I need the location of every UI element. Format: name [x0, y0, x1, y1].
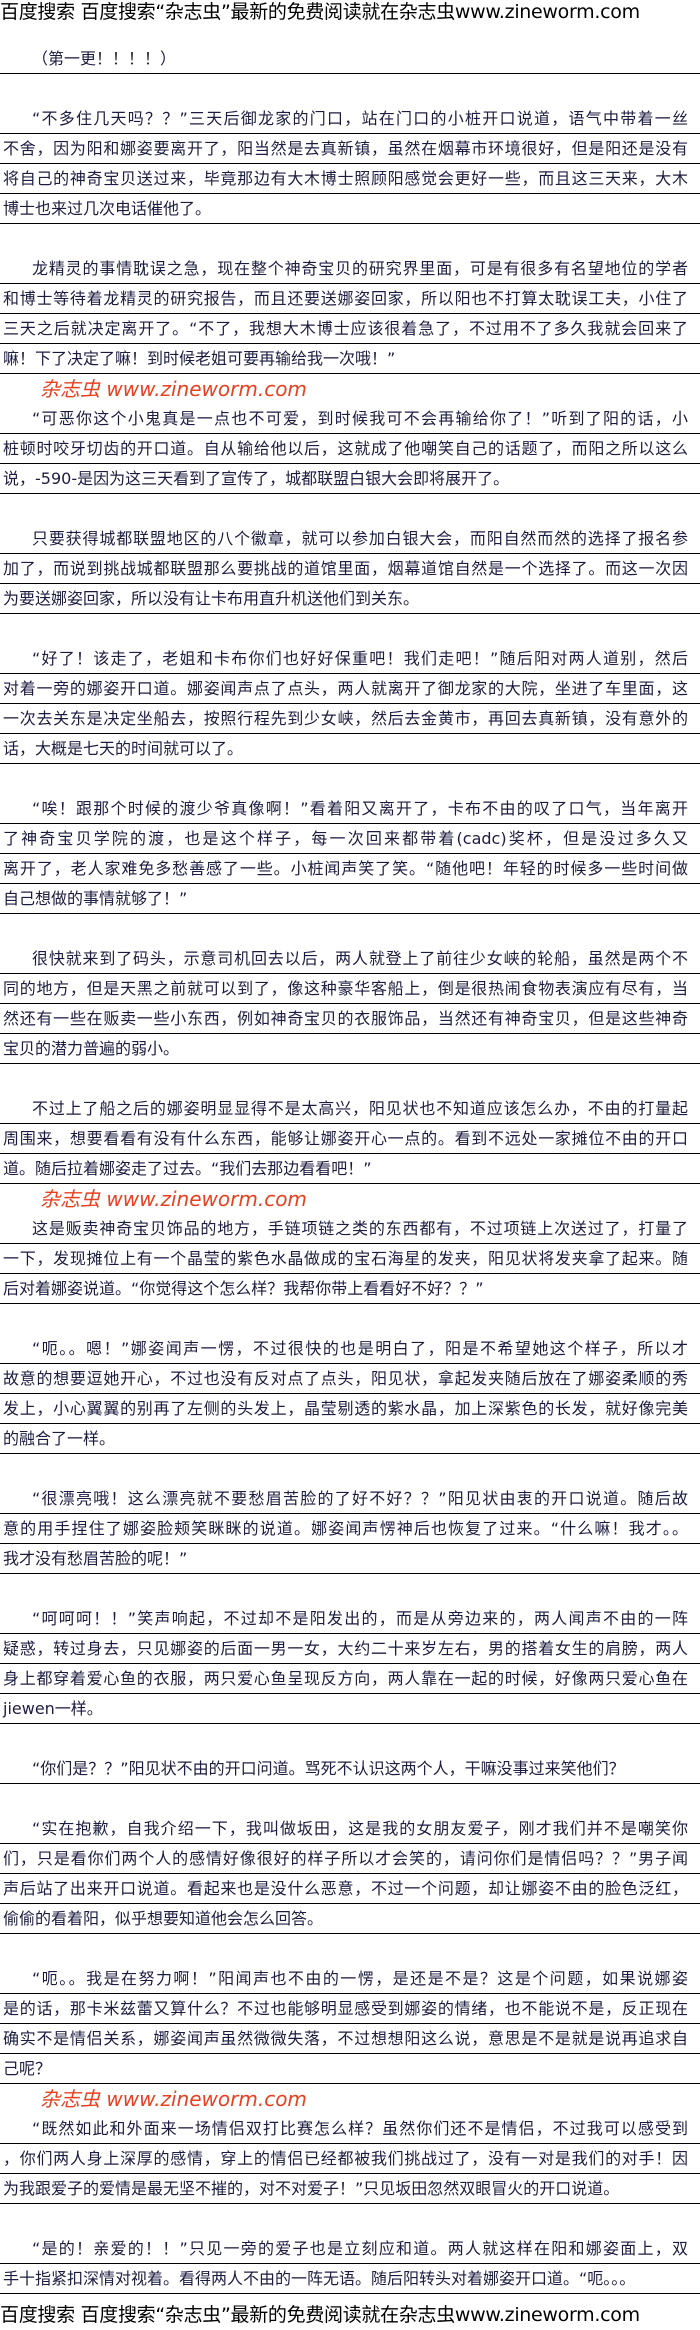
text-line: 确实不是情侣关系，娜姿闻声虽然微微失落，不过想想阳这么说，意思是不是就是说再追求… — [0, 2024, 700, 2054]
paragraph: “呵呵呵！！”笑声响起，不过却不是阳发出的，而是从旁边来的，两人闻声不由的一阵疑… — [0, 1604, 700, 1724]
text-line: 自己想做的事情就够了！” — [0, 884, 700, 914]
text-line: 为要送娜姿回家，所以没有让卡布用直升机送他们到关东。 — [0, 584, 700, 614]
text-line: 说，-590-是因为这三天看到了宣传了，城都联盟白银大会即将展开了。 — [0, 464, 700, 494]
paragraph: （第一更！！！！） — [0, 44, 700, 74]
paragraph: 很快就来到了码头，示意司机回去以后，两人就登上了前往少女峡的轮船，虽然是两个不同… — [0, 944, 700, 1064]
text-line: 周围来，想要看看有没有什么东西，能够让娜姿开心一点的。看到不远处一家摊位不由的开… — [0, 1124, 700, 1154]
paragraph: “可恶你这个小鬼真是一点也不可爱，到时候我可不会再输给你了！”听到了阳的话，小桩… — [0, 404, 700, 494]
text-line: 宝贝的潜力普遍的弱小。 — [0, 1034, 700, 1064]
text-line: 后对着娜姿说道。“你觉得这个怎么样？我帮你带上看看好不好？？” — [0, 1274, 700, 1304]
text-line: “呃。。我是在努力啊！”阳闻声也不由的一愣，是还是不是？这是个问题，如果说娜姿 — [0, 1964, 700, 1994]
paragraph: “实在抱歉，自我介绍一下，我叫做坂田，这是我的女朋友爱子，刚才我们并不是嘲笑你们… — [0, 1814, 700, 1934]
text-line: “呵呵呵！！”笑声响起，不过却不是阳发出的，而是从旁边来的，两人闻声不由的一阵 — [0, 1604, 700, 1634]
text-line: 只要获得城都联盟地区的八个徽章，就可以参加白银大会，而阳自然而然的选择了报名参 — [0, 524, 700, 554]
text-line: 身上都穿着爱心鱼的衣服，两只爱心鱼呈现反方向，两人靠在一起的时候，好像两只爱心鱼… — [0, 1664, 700, 1694]
text-line: 桩顿时咬牙切齿的开口道。自从输给他以后，这就成了他嘲笑自己的话题了，而阳之所以这… — [0, 434, 700, 464]
paragraph: “是的！亲爱的！！”只见一旁的爱子也是立刻应和道。两人就这样在阳和娜姿面上，双手… — [0, 2234, 700, 2294]
text-line: 偷偷的看着阳，似乎想要知道他会怎么回答。 — [0, 1904, 700, 1934]
paragraph-spacer — [0, 1304, 700, 1334]
text-line: 意的用手捏住了娜姿脸颊笑眯眯的说道。娜姿闻声愣神后也恢复了过来。“什么嘛！我才。… — [0, 1514, 700, 1544]
text-line: 发上，小心翼翼的别再了左侧的头发上，晶莹剔透的紫水晶，加上深紫色的长发，就好像完… — [0, 1394, 700, 1424]
site-banner-top: 百度搜索 百度搜索“杂志虫”最新的免费阅读就在杂志虫www.zineworm.c… — [0, 1, 640, 23]
text-line: 的融合了一样。 — [0, 1424, 700, 1454]
paragraph-spacer — [0, 2084, 700, 2114]
text-line: 是的话，那卡米兹蕾又算什么？不过也能够明显感受到娜姿的情绪，也不能说不是，反正现… — [0, 1994, 700, 2024]
text-line: “不多住几天吗？？”三天后御龙家的门口，站在门口的小桩开口说道，语气中带着一丝 — [0, 104, 700, 134]
text-line: 声后站了出来开口说道。看起来也是没什么恶意，不过一个问题，却让娜姿不由的脸色泛红… — [0, 1874, 700, 1904]
paragraph-spacer — [0, 764, 700, 794]
text-line: 手十指紧扣深情对视着。看得两人不由的一阵无语。随后阳转头对着娜姿开口道。“呃。。… — [0, 2264, 700, 2294]
paragraph: “既然如此和外面来一场情侣双打比赛怎么样？虽然你们还不是情侣，不过我可以感受到，… — [0, 2114, 700, 2204]
paragraph-spacer — [0, 1724, 700, 1754]
paragraph: “很漂亮哦！这么漂亮就不要愁眉苦脸的了好不好？？”阳见状由衷的开口说道。随后故意… — [0, 1484, 700, 1574]
text-line: “唉！跟那个时候的渡少爷真像啊！”看着阳又离开了，卡布不由的叹了口气，当年离开 — [0, 794, 700, 824]
chapter-content: （第一更！！！！） “不多住几天吗？？”三天后御龙家的门口，站在门口的小桩开口说道… — [0, 44, 700, 2294]
text-line: “你们是？？”阳见状不由的开口问道。骂死不认识这两个人，干嘛没事过来笑他们？ — [0, 1754, 700, 1784]
text-line: 故意的想要逗她开心，不过也没有反对点了点头，阳见状，拿起发夹随后放在了娜姿柔顺的… — [0, 1364, 700, 1394]
text-line: 一下，发现摊位上有一个晶莹的紫色水晶做成的宝石海星的发夹，阳见状将发夹拿了起来。… — [0, 1244, 700, 1274]
paragraph-spacer — [0, 1064, 700, 1094]
text-line: 将自己的神奇宝贝送过来，毕竟那边有大木博士照顾阳感觉会更好一些，而且这三天来，大… — [0, 164, 700, 194]
paragraph-spacer — [0, 914, 700, 944]
text-line: 博士也来过几次电话催他了。 — [0, 194, 700, 224]
paragraph: “唉！跟那个时候的渡少爷真像啊！”看着阳又离开了，卡布不由的叹了口气，当年离开了… — [0, 794, 700, 914]
text-line: “是的！亲爱的！！”只见一旁的爱子也是立刻应和道。两人就这样在阳和娜姿面上，双 — [0, 2234, 700, 2264]
text-line: 嘛！下了决定了嘛！到时候老姐可要再输给我一次哦！” — [0, 344, 700, 374]
text-line: （第一更！！！！） — [0, 44, 700, 74]
paragraph-spacer — [0, 374, 700, 404]
paragraph-spacer — [0, 2204, 700, 2234]
text-line: 离开了，老人家难免多愁善感了一些。小桩闻声笑了笑。“随他吧！年轻的时候多一些时间… — [0, 854, 700, 884]
text-line: 们，只是看你们两个人的感情好像很好的样子所以才会笑的，请问你们是情侣吗？？”男子… — [0, 1844, 700, 1874]
paragraph-spacer — [0, 1784, 700, 1814]
text-line: “好了！该走了，老姐和卡布你们也好好保重吧！我们走吧！”随后阳对两人道别，然后 — [0, 644, 700, 674]
text-line: 和博士等待着龙精灵的研究报告，而且还要送娜姿回家，所以阳也不打算太耽误工夫，小住… — [0, 284, 700, 314]
text-line: “很漂亮哦！这么漂亮就不要愁眉苦脸的了好不好？？”阳见状由衷的开口说道。随后故 — [0, 1484, 700, 1514]
text-line: 我才没有愁眉苦脸的呢！” — [0, 1544, 700, 1574]
paragraph: “呃。。嗯！”娜姿闻声一愣，不过很快的也是明白了，阳是不希望她这个样子，所以才故… — [0, 1334, 700, 1454]
site-banner-bottom: 百度搜索 百度搜索“杂志虫”最新的免费阅读就在杂志虫www.zineworm.c… — [0, 2304, 640, 2326]
paragraph: 龙精灵的事情耽误之急，现在整个神奇宝贝的研究界里面，可是有很多有名望地位的学者和… — [0, 254, 700, 374]
text-line: “既然如此和外面来一场情侣双打比赛怎么样？虽然你们还不是情侣，不过我可以感受到 — [0, 2114, 700, 2144]
text-line: 为我跟爱子的爱情是最无坚不摧的，对不对爱子！”只见坂田忽然双眼冒火的开口说道。 — [0, 2174, 700, 2204]
paragraph-spacer — [0, 1574, 700, 1604]
paragraph-spacer — [0, 1184, 700, 1214]
text-line: 不舍，因为阳和娜姿要离开了，阳当然是去真新镇，虽然在烟幕市环境很好，但是阳还是没… — [0, 134, 700, 164]
paragraph: 不过上了船之后的娜姿明显显得不是太高兴，阳见状也不知道应该怎么办，不由的打量起周… — [0, 1094, 700, 1184]
paragraph-spacer — [0, 614, 700, 644]
paragraph-spacer — [0, 1454, 700, 1484]
text-line: 三天之后就决定离开了。“不了，我想大木博士应该很着急了，不过用不了多久我就会回来… — [0, 314, 700, 344]
paragraph-spacer — [0, 74, 700, 104]
text-line: 疑惑，转过身去，只见娜姿的后面一男一女，大约二十来岁左右，男的搭着女生的肩膀，两… — [0, 1634, 700, 1664]
text-line: “实在抱歉，自我介绍一下，我叫做坂田，这是我的女朋友爱子，刚才我们并不是嘲笑你 — [0, 1814, 700, 1844]
text-line: ，你们两人身上深厚的感情，穿上的情侣已经都被我们挑战过了，没有一对是我们的对手！… — [0, 2144, 700, 2174]
paragraph-spacer — [0, 494, 700, 524]
text-line: 很快就来到了码头，示意司机回去以后，两人就登上了前往少女峡的轮船，虽然是两个不 — [0, 944, 700, 974]
text-line: 话，大概是七天的时间就可以了。 — [0, 734, 700, 764]
paragraph: 这是贩卖神奇宝贝饰品的地方，手链项链之类的东西都有，不过项链上次送过了，打量了一… — [0, 1214, 700, 1304]
text-line: “呃。。嗯！”娜姿闻声一愣，不过很快的也是明白了，阳是不希望她这个样子，所以才 — [0, 1334, 700, 1364]
text-line: 这是贩卖神奇宝贝饰品的地方，手链项链之类的东西都有，不过项链上次送过了，打量了 — [0, 1214, 700, 1244]
paragraph: “不多住几天吗？？”三天后御龙家的门口，站在门口的小桩开口说道，语气中带着一丝不… — [0, 104, 700, 224]
paragraph: “好了！该走了，老姐和卡布你们也好好保重吧！我们走吧！”随后阳对两人道别，然后对… — [0, 644, 700, 764]
text-line: 一次去关东是决定坐船去，按照行程先到少女峡，然后去金黄市，再回去真新镇，没有意外… — [0, 704, 700, 734]
text-line: 了神奇宝贝学院的渡，也是这个样子，每一次回来都带着(cadc)奖杯，但是没过多久… — [0, 824, 700, 854]
paragraph: “呃。。我是在努力啊！”阳闻声也不由的一愣，是还是不是？这是个问题，如果说娜姿是… — [0, 1964, 700, 2084]
text-line: jiewen一样。 — [0, 1694, 700, 1724]
paragraph-spacer — [0, 224, 700, 254]
text-line: 龙精灵的事情耽误之急，现在整个神奇宝贝的研究界里面，可是有很多有名望地位的学者 — [0, 254, 700, 284]
text-line: 然还有一些在贩卖一些小东西，例如神奇宝贝的衣服饰品，当然还有神奇宝贝，但是这些神… — [0, 1004, 700, 1034]
text-line: 对着一旁的娜姿开口道。娜姿闻声点了点头，两人就离开了御龙家的大院，坐进了车里面，… — [0, 674, 700, 704]
text-line: 道。随后拉着娜姿走了过去。“我们去那边看看吧！” — [0, 1154, 700, 1184]
text-line: 加了，而说到挑战城都联盟那么要挑战的道馆里面，烟幕道馆自然是一个选择了。而这一次… — [0, 554, 700, 584]
paragraph: “你们是？？”阳见状不由的开口问道。骂死不认识这两个人，干嘛没事过来笑他们？ — [0, 1754, 700, 1784]
text-line: 己呢？ — [0, 2054, 700, 2084]
paragraph: 只要获得城都联盟地区的八个徽章，就可以参加白银大会，而阳自然而然的选择了报名参加… — [0, 524, 700, 614]
text-line: 同的地方，但是天黑之前就可以到了，像这种豪华客船上，倒是很热闹食物表演应有尽有，… — [0, 974, 700, 1004]
text-line: 不过上了船之后的娜姿明显显得不是太高兴，阳见状也不知道应该怎么办，不由的打量起 — [0, 1094, 700, 1124]
paragraph-spacer — [0, 1934, 700, 1964]
text-line: “可恶你这个小鬼真是一点也不可爱，到时候我可不会再输给你了！”听到了阳的话，小 — [0, 404, 700, 434]
